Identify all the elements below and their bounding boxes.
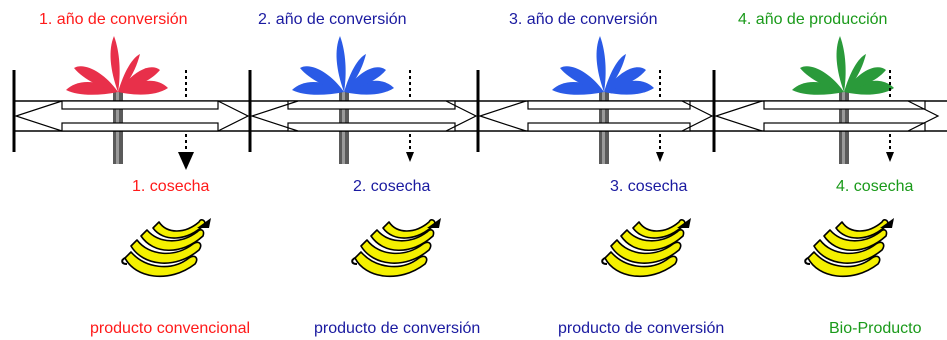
divider-bar-4 bbox=[712, 70, 716, 152]
band-shaft-bottom-2 bbox=[287, 122, 456, 132]
band-chevron-1 bbox=[14, 100, 63, 132]
divider-bar-3 bbox=[476, 70, 480, 152]
banana-bunch-2 bbox=[351, 218, 441, 278]
band-chevron-2 bbox=[217, 100, 299, 132]
banana-bunch-4 bbox=[804, 218, 894, 278]
band-chevron-5 bbox=[907, 100, 940, 132]
band-shaft-top-4 bbox=[763, 100, 926, 110]
band-shaft-top-3 bbox=[527, 100, 691, 110]
year-label-1: 1. año de conversión bbox=[39, 11, 188, 28]
harvest-label-1: 1. cosecha bbox=[132, 178, 210, 195]
harvest-label-3: 3. cosecha bbox=[610, 178, 688, 195]
harvest-arrow-4 bbox=[886, 70, 894, 162]
harvest-label-2: 2. cosecha bbox=[353, 178, 431, 195]
year-label-3: 3. año de conversión bbox=[509, 11, 658, 28]
harvest-arrow-3 bbox=[656, 70, 664, 162]
band-shaft-bottom-3 bbox=[527, 122, 691, 132]
banana-bunch-3 bbox=[601, 218, 691, 278]
product-label-2: producto de conversión bbox=[314, 320, 481, 337]
product-label-1: producto convencional bbox=[90, 320, 251, 337]
band-shaft-bottom-4 bbox=[763, 122, 926, 132]
harvest-arrow-2 bbox=[406, 70, 414, 162]
banana-bunch-1 bbox=[121, 218, 211, 278]
product-label-3: producto de conversión bbox=[558, 320, 725, 337]
band-chevron-3 bbox=[445, 100, 527, 132]
year-label-4: 4. año de producción bbox=[738, 11, 888, 28]
band-chevron-4 bbox=[681, 100, 763, 132]
banana-plant-2 bbox=[292, 36, 394, 164]
divider-bar-2 bbox=[248, 70, 252, 152]
product-label-4: Bio-Producto bbox=[829, 320, 922, 337]
harvest-label-4: 4. cosecha bbox=[836, 178, 914, 195]
band-shaft-bottom-1 bbox=[61, 122, 219, 132]
banana-plant-3 bbox=[552, 36, 654, 164]
banana-plant-1 bbox=[66, 36, 168, 164]
harvest-arrow-1 bbox=[178, 70, 194, 170]
year-label-2: 2. año de conversión bbox=[258, 11, 407, 28]
band-shaft-top-2 bbox=[287, 100, 456, 110]
band-shaft-top-1 bbox=[61, 100, 219, 110]
divider-bar-1 bbox=[12, 70, 16, 152]
banana-plant-4 bbox=[792, 36, 894, 164]
